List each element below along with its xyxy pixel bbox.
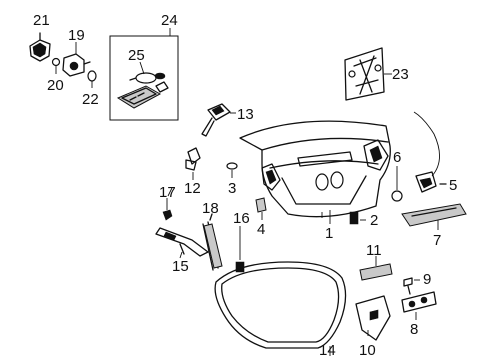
part-11-pad [359,256,393,281]
callout-8: 8 [410,321,418,338]
part-22-grommet [87,70,97,88]
part-17-nut [162,198,173,221]
callout-17: 17 [159,184,176,201]
part-7-garnish [401,203,467,230]
part-2-clip [349,211,366,225]
callout-9: 9 [423,271,431,288]
callout-2: 2 [370,212,378,229]
leader-lines [167,187,323,218]
part-5-latch [413,111,447,193]
part-14-weatherstrip [214,261,347,356]
callout-15: 15 [172,258,189,275]
callout-5: 5 [449,177,457,194]
callout-20: 20 [47,77,64,94]
part-16-grommet [235,226,245,273]
callout-18: 18 [202,200,219,217]
part-21-lock-cylinder [29,32,51,62]
part-13-hinge [201,103,236,137]
callout-3: 3 [228,180,236,197]
part-10-shield [355,295,391,341]
part-8-lamp [401,291,437,320]
callout-10: 10 [359,342,376,359]
part-15-hinge-arm [155,227,209,259]
callout-11: 11 [366,242,382,259]
part-4-bushing [255,197,267,220]
part-19-actuator [62,42,91,77]
part-3-plug [226,162,238,178]
callout-6: 6 [393,149,401,166]
callout-23: 23 [392,66,409,83]
part-18-strut [202,213,223,271]
part-1-trunk-lid [239,120,391,224]
callout-24: 24 [161,12,178,29]
callout-numbers: 21 19 24 25 20 22 23 13 12 3 6 5 17 18 1… [33,12,457,359]
callout-12: 12 [184,180,201,197]
callout-4: 4 [257,221,265,238]
part-6-bumper [391,166,403,202]
callout-25: 25 [128,47,145,64]
callout-21: 21 [33,12,50,29]
callout-16: 16 [233,210,250,227]
part-12-hinge-bracket [185,147,201,180]
part-24-lamp-assembly-box [109,28,179,121]
callout-1: 1 [325,225,333,242]
callout-14: 14 [319,342,336,359]
part-9-screw [403,277,420,295]
part-23-bracket [344,47,392,101]
callout-7: 7 [433,232,441,249]
callout-13: 13 [237,106,254,123]
callout-22: 22 [82,91,99,108]
callout-19: 19 [68,27,85,44]
part-20-clip [51,57,61,74]
